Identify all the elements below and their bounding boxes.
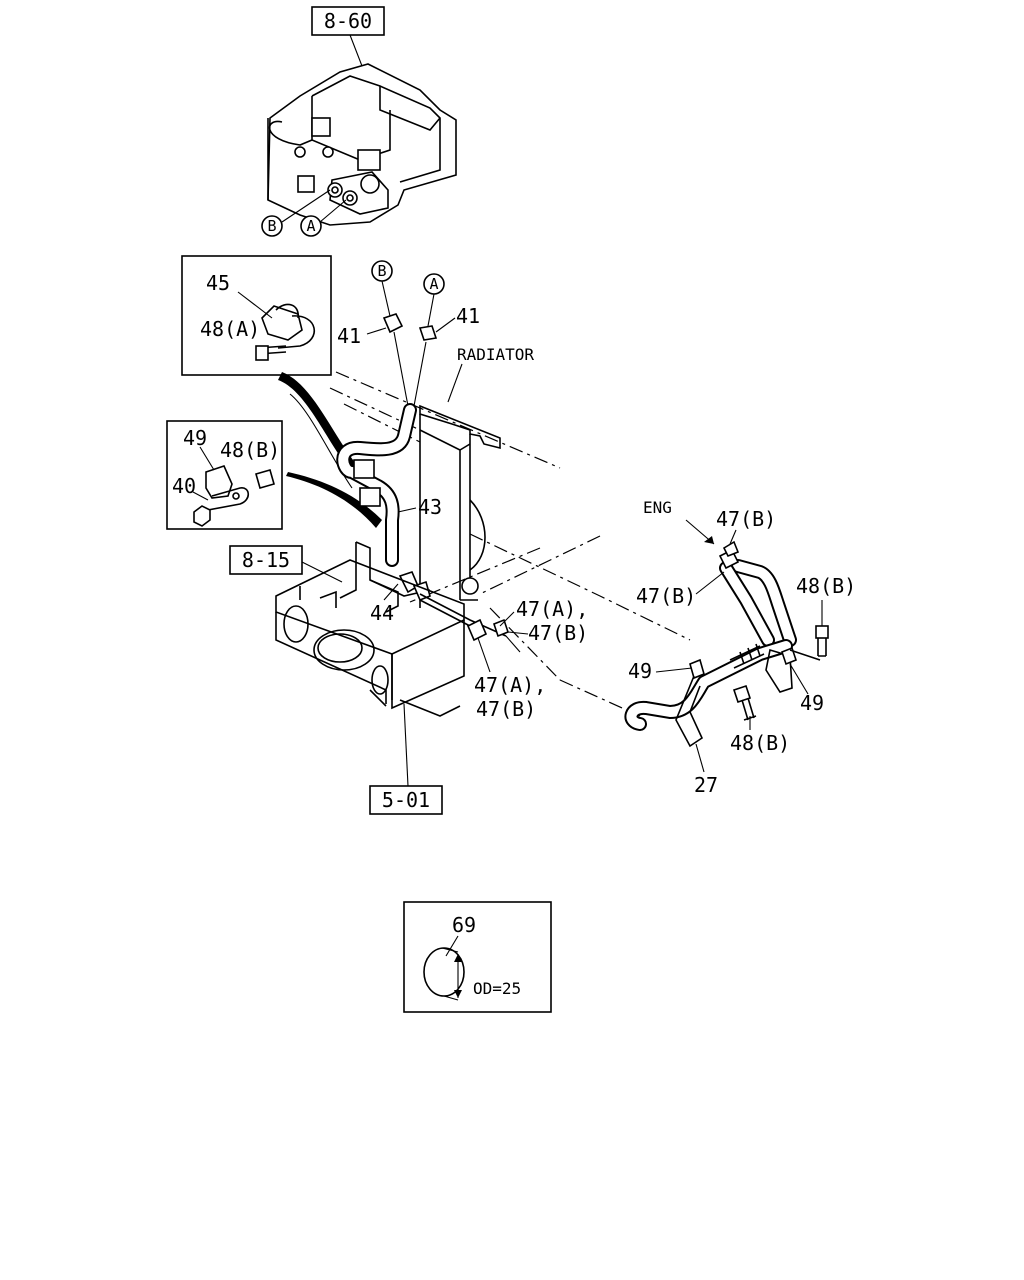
ref-box-860[interactable] bbox=[311, 6, 385, 36]
part-41-left-label: 41 bbox=[337, 324, 361, 348]
part-49-right-label: 49 bbox=[800, 691, 824, 715]
ref-815-label: 8-15 bbox=[242, 548, 290, 572]
part-69-label: 69 bbox=[452, 913, 476, 937]
part-48b-inset-label: 48(B) bbox=[220, 438, 280, 462]
hose-43: 43 bbox=[336, 403, 442, 567]
frame-member: 5-01 bbox=[275, 559, 465, 815]
marker-a-lower-label: A bbox=[429, 275, 438, 293]
part-47b-low-label: 47(B) bbox=[476, 697, 536, 721]
upper-connectors: B A 41 41 bbox=[337, 260, 480, 407]
inset-plug-69: 69 OD=25 bbox=[403, 901, 552, 1013]
marker-b-top-label: B bbox=[267, 217, 276, 235]
part-47a-low-label: 47(A), bbox=[474, 673, 546, 697]
part-47a-mid-label: 47(A), bbox=[516, 597, 588, 621]
od-25-label: OD=25 bbox=[473, 979, 521, 998]
part-48b-low-label: 48(B) bbox=[730, 731, 790, 755]
marker-b-lower-label: B bbox=[377, 262, 386, 280]
part-40-label: 40 bbox=[172, 474, 196, 498]
ref-501-label: 5-01 bbox=[382, 788, 430, 812]
eng-label: ENG bbox=[643, 498, 672, 517]
heater-unit-drawing: 8-60 B A bbox=[261, 6, 457, 237]
inset-clamp-45: 45 48(A) bbox=[181, 255, 332, 376]
inset-clamp-49: 49 48(B) 40 bbox=[166, 420, 283, 530]
marker-a-top-label: A bbox=[306, 217, 315, 235]
part-47b-top-label: 47(B) bbox=[716, 507, 776, 531]
marker-b-top bbox=[261, 215, 283, 237]
ref-box-815[interactable] bbox=[229, 545, 303, 575]
clamps-47-mid: 47(A), 47(B) 47(A), 47(B) bbox=[466, 597, 588, 721]
part-47b-left-label: 47(B) bbox=[636, 584, 696, 608]
part-43-label: 43 bbox=[418, 495, 442, 519]
ref-860-label: 8-60 bbox=[324, 9, 372, 33]
radiator-drawing: RADIATOR bbox=[329, 345, 691, 717]
part-41-right-label: 41 bbox=[456, 304, 480, 328]
ref-box-501[interactable] bbox=[369, 785, 443, 815]
part-48b-right-label: 48(B) bbox=[796, 574, 856, 598]
part-49-mid-label: 49 bbox=[628, 659, 652, 683]
part-48a-label: 48(A) bbox=[200, 317, 260, 341]
part-27-label: 27 bbox=[694, 773, 718, 797]
radiator-label: RADIATOR bbox=[457, 345, 534, 364]
marker-a-top bbox=[300, 215, 322, 237]
part-44-label: 44 bbox=[370, 601, 394, 625]
hose-27: ENG 47(B) 47(B) 48(B) 49 49 48(B) bbox=[624, 498, 856, 797]
part-45-label: 45 bbox=[206, 271, 230, 295]
part-47b-mid-label: 47(B) bbox=[528, 621, 588, 645]
part-49-inset-label: 49 bbox=[183, 426, 207, 450]
